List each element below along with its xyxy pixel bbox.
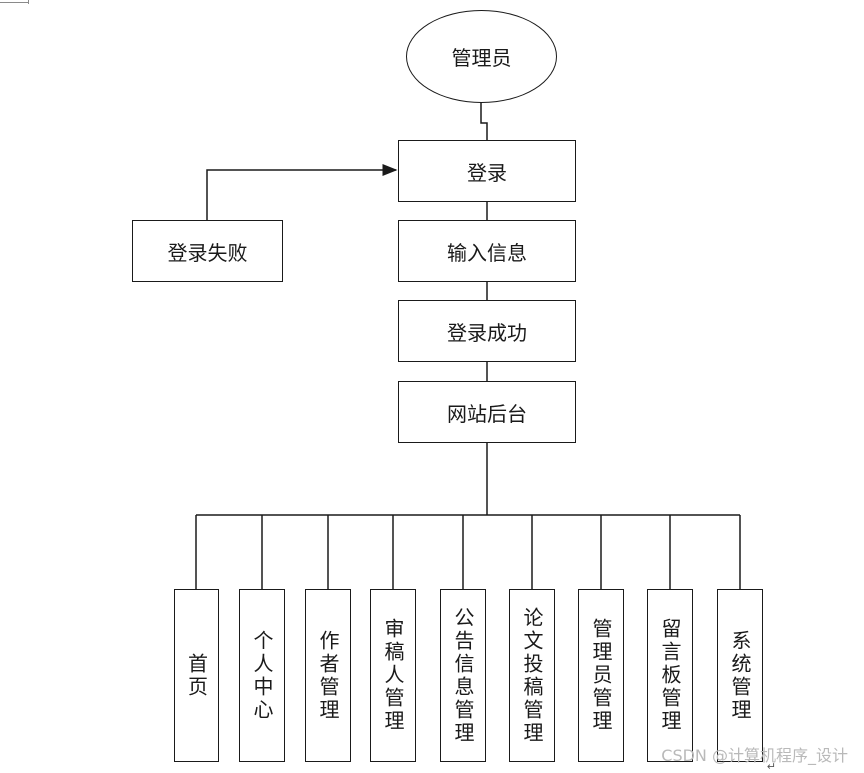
module-node-author-management: 作者管理 xyxy=(305,589,351,762)
module-node-admin-management: 管理员管理 xyxy=(578,589,624,762)
admin-node-label: 管理员 xyxy=(451,46,512,70)
module-label: 留言板管理 xyxy=(658,618,682,733)
login-failure-node-label: 登录失败 xyxy=(167,240,248,265)
module-label: 公告信息管理 xyxy=(451,606,475,745)
connector-admin-login xyxy=(480,102,488,140)
module-node-announcement-management: 公告信息管理 xyxy=(440,589,486,762)
login-node: 登录 xyxy=(398,140,576,202)
corner-mark-tick xyxy=(28,0,29,4)
module-node-reviewer-management: 审稿人管理 xyxy=(370,589,416,762)
module-label: 管理员管理 xyxy=(589,618,613,733)
module-drops xyxy=(195,515,741,589)
module-node-message-board-management: 留言板管理 xyxy=(647,589,693,762)
login-success-node: 登录成功 xyxy=(398,300,576,362)
backend-node-label: 网站后台 xyxy=(447,401,527,426)
login-success-node-label: 登录成功 xyxy=(447,320,527,345)
watermark: CSDN @计算机程序_设计 xyxy=(661,746,848,765)
module-node-personal-center: 个人中心 xyxy=(239,589,285,762)
backend-node: 网站后台 xyxy=(398,381,576,443)
paragraph-mark: ↵ xyxy=(766,760,776,773)
module-label: 个人中心 xyxy=(250,629,274,722)
module-node-paper-submission-management: 论文投稿管理 xyxy=(509,589,555,762)
login-node-label: 登录 xyxy=(467,160,507,185)
connector-failure-login xyxy=(206,164,398,220)
module-label: 审稿人管理 xyxy=(381,618,405,733)
input-info-node: 输入信息 xyxy=(398,220,576,282)
input-info-node-label: 输入信息 xyxy=(447,240,527,265)
admin-node: 管理员 xyxy=(406,10,557,103)
module-node-home: 首页 xyxy=(174,589,219,762)
module-label: 论文投稿管理 xyxy=(520,606,544,745)
module-label: 系统管理 xyxy=(728,629,752,722)
module-node-system-management: 系统管理 xyxy=(717,589,763,762)
module-label: 首页 xyxy=(184,652,209,699)
corner-mark xyxy=(0,0,28,3)
login-failure-node: 登录失败 xyxy=(132,220,283,282)
module-label: 作者管理 xyxy=(316,629,340,722)
